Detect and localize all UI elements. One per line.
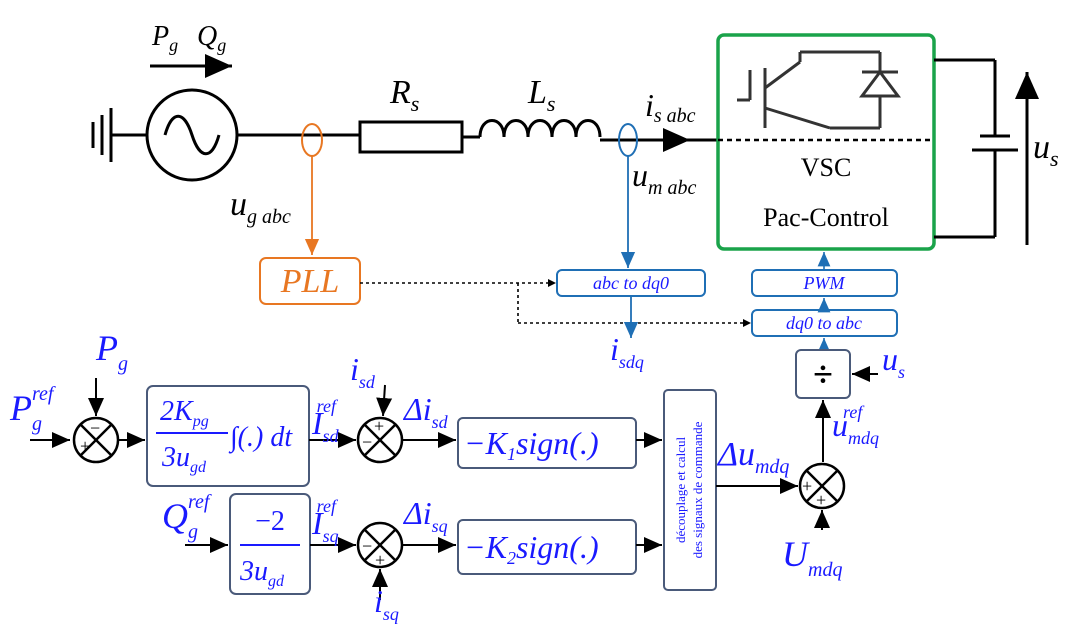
summer-out	[798, 462, 846, 510]
summer-out-plus1: +	[802, 476, 812, 496]
generator-icon	[145, 88, 239, 182]
summer-out-plus2: +	[816, 490, 826, 510]
summer-q-plus: +	[375, 550, 385, 570]
pi-block	[146, 385, 310, 487]
isd-label: isd	[350, 351, 376, 392]
vsc-title: VSC	[801, 153, 852, 182]
igbt-icon	[737, 50, 901, 130]
summer-q	[356, 521, 404, 569]
Umdq-label: Umdq	[782, 534, 842, 581]
summer-p-plus: +	[80, 436, 90, 456]
inductor-icon	[478, 119, 602, 138]
pgref-label: Pgref	[9, 383, 56, 435]
smc2-block	[457, 519, 637, 575]
q-label: Qg	[197, 21, 226, 55]
us2-label: us	[882, 341, 905, 382]
isqref-label: Isqref	[311, 496, 339, 546]
isdq-label: isdq	[610, 331, 644, 372]
pll-block	[259, 257, 361, 305]
decoupling-line1: découplage et calcul	[673, 437, 688, 543]
isabc-label: is abc	[645, 87, 696, 127]
abc-to-dq0-label: abc to dq0	[593, 273, 669, 293]
resistor-icon	[358, 120, 464, 154]
ls-label: Ls	[527, 74, 555, 116]
dq0-to-abc-label: dq0 to abc	[786, 313, 862, 333]
summer-d-minus: −	[362, 432, 372, 452]
divide-block	[795, 349, 851, 399]
p-label: Pg	[151, 21, 178, 55]
ground-icon	[91, 108, 146, 162]
decoupling-block	[663, 389, 717, 591]
summer-p	[72, 416, 120, 464]
pwm-label: PWM	[803, 273, 846, 293]
umdqref-label: umdqref	[832, 402, 879, 448]
pg-label: Pg	[95, 328, 128, 375]
pac-control-label: Pac-Control	[763, 203, 889, 232]
q-num: −2	[255, 506, 285, 537]
pll-label: PLL	[280, 263, 340, 300]
disq-label: Δisq	[402, 495, 448, 536]
isdref-label: Isdref	[311, 396, 340, 446]
dumdq-label: Δumdq	[716, 436, 789, 478]
rs-label: Rs	[389, 74, 419, 116]
dc-capacitor-icon	[934, 58, 1018, 239]
voltage-sensor-ug	[301, 123, 323, 157]
q-den: 3ugd	[239, 556, 285, 590]
us-label: us	[1033, 129, 1059, 171]
summer-d-plus: +	[374, 416, 384, 436]
smc2-label: −K2sign(.)	[464, 529, 599, 568]
pi-integral: ∫(.) dt	[228, 422, 293, 454]
ugabc-label: ug abc	[230, 186, 291, 228]
umabc-label: um abc	[632, 157, 696, 199]
summer-q-minus: −	[362, 536, 372, 556]
decoupling-line2: des signaux de commande	[690, 421, 705, 558]
divide-label: ÷	[813, 354, 833, 394]
disd-label: Δisd	[402, 391, 449, 432]
smc1-block	[457, 417, 637, 469]
smc1-label: −K1sign(.)	[464, 425, 599, 464]
summer-p-minus: −	[90, 418, 100, 438]
pi-den: 3ugd	[161, 442, 207, 476]
qgref-label: Qgref	[162, 491, 212, 543]
pi-num: 2Kpg	[160, 396, 209, 430]
isq-label: isq	[374, 583, 399, 624]
